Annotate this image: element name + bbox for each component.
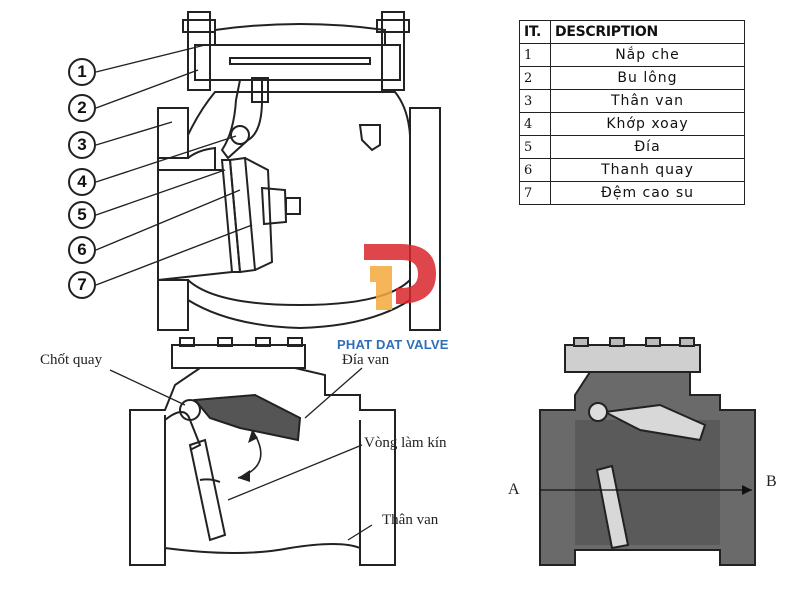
row-desc: Thân van bbox=[550, 89, 745, 113]
callout-3: 3 bbox=[68, 131, 96, 159]
row-it: 7 bbox=[519, 181, 551, 205]
callout-2: 2 bbox=[68, 94, 96, 122]
phat-dat-logo-icon bbox=[364, 244, 436, 310]
callout-5: 5 bbox=[68, 201, 96, 229]
callout-1: 1 bbox=[68, 58, 96, 86]
flow-outlet-label: B bbox=[766, 473, 777, 490]
header-it: IT. bbox=[519, 20, 551, 44]
bolt-left bbox=[187, 11, 211, 91]
callout-7: 7 bbox=[68, 271, 96, 299]
bolt-right bbox=[381, 11, 405, 91]
label-seal: Vòng làm kín bbox=[364, 435, 447, 451]
left-flange bbox=[157, 107, 189, 331]
header-description: DESCRIPTION bbox=[550, 20, 745, 44]
row-desc: Đệm cao su bbox=[550, 181, 745, 205]
bottom-right-valve bbox=[539, 337, 756, 566]
callout-4: 4 bbox=[68, 168, 96, 196]
row-it: 1 bbox=[519, 43, 551, 67]
callout-6: 6 bbox=[68, 236, 96, 264]
row-it: 3 bbox=[519, 89, 551, 113]
row-desc: Đía bbox=[550, 135, 745, 159]
row-desc: Thanh quay bbox=[550, 158, 745, 182]
disc bbox=[228, 156, 257, 274]
row-it: 5 bbox=[519, 135, 551, 159]
brand-name: PHAT DAT VALVE bbox=[337, 337, 449, 352]
label-pin: Chốt quay bbox=[40, 352, 103, 368]
row-it: 2 bbox=[519, 66, 551, 90]
hinge-arm bbox=[220, 79, 263, 160]
flow-inlet-label: A bbox=[508, 481, 520, 498]
valve-body bbox=[158, 91, 411, 330]
row-desc: Bu lông bbox=[550, 66, 745, 90]
row-desc: Nắp che bbox=[550, 43, 745, 67]
row-desc: Khớp xoay bbox=[550, 112, 745, 136]
row-it: 4 bbox=[519, 112, 551, 136]
bottom-left-valve bbox=[129, 337, 396, 566]
row-it: 6 bbox=[519, 158, 551, 182]
label-body: Thân van bbox=[382, 512, 439, 528]
label-disc: Đía van bbox=[342, 352, 390, 368]
table-header-row: IT. DESCRIPTION bbox=[519, 20, 745, 44]
